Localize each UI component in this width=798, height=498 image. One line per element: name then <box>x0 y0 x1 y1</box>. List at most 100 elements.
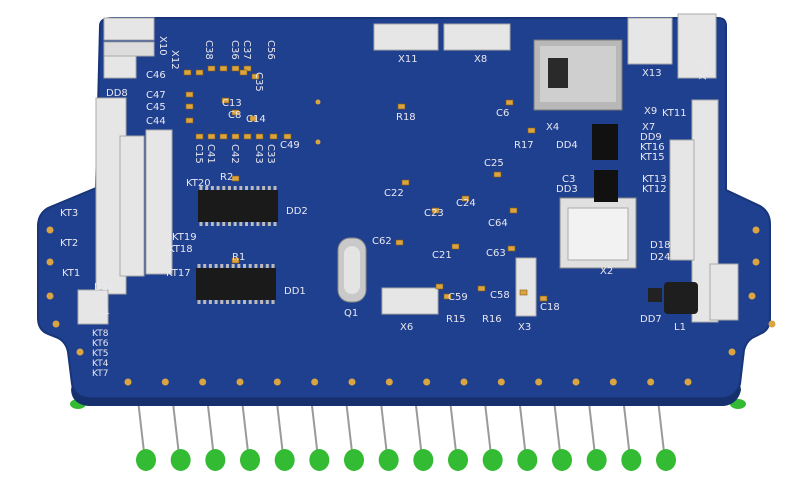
smd-part <box>509 207 518 214</box>
chip-pin <box>267 186 271 190</box>
label-c23: C23 <box>424 208 444 219</box>
label-c14: C14 <box>246 114 266 125</box>
label-kt20: KT20 <box>186 178 211 189</box>
module-dd4 <box>592 124 618 160</box>
led-lead <box>518 399 527 453</box>
chip-pin <box>222 222 226 226</box>
chip-pin <box>203 300 207 304</box>
smd-part <box>195 133 204 140</box>
smd-part <box>231 109 240 116</box>
smd-part <box>395 239 404 246</box>
led-bulb <box>205 449 226 471</box>
label-c15: C15 <box>193 144 204 164</box>
label-r1: R1 <box>232 252 245 263</box>
led-bulb <box>378 449 399 471</box>
chip-pin <box>271 264 275 268</box>
diode-dd7 <box>648 288 662 302</box>
label-c37: C37 <box>241 40 252 60</box>
smd-part <box>397 103 406 110</box>
led-pad <box>535 378 543 386</box>
label-x6: X6 <box>400 322 413 333</box>
chip-pin <box>231 264 235 268</box>
smd-part <box>207 65 216 72</box>
label-c44: C44 <box>146 116 166 127</box>
chip-pin <box>197 264 201 268</box>
chip-pin <box>203 264 207 268</box>
label-r17: R17 <box>514 140 534 151</box>
smd-part <box>243 65 252 72</box>
chip-dd2 <box>198 186 278 226</box>
chip-pin <box>216 222 220 226</box>
label-x12: X12 <box>169 50 180 70</box>
led-row <box>70 399 746 471</box>
smd-part <box>435 283 444 290</box>
chip-pin <box>237 300 241 304</box>
led-bulb <box>413 449 434 471</box>
led-lead <box>553 399 561 453</box>
smd-part <box>207 133 216 140</box>
chip-pin <box>271 300 275 304</box>
smd-part <box>231 133 240 140</box>
smd-part <box>249 115 258 122</box>
label-k8: KT8 <box>92 329 109 339</box>
led-lead <box>275 399 284 453</box>
sd-card-holder-x4 <box>533 39 623 111</box>
label-x10: X10 <box>157 36 168 56</box>
label-x3: X3 <box>518 322 531 333</box>
label-dd1: DD1 <box>284 286 306 297</box>
led-lead <box>310 399 319 453</box>
chip-pin <box>248 264 252 268</box>
led-bulb <box>448 449 468 471</box>
led-pad <box>460 378 468 386</box>
smd-part <box>507 245 516 252</box>
label-c18: C18 <box>540 302 560 313</box>
smd-part <box>231 257 240 264</box>
label-q1: Q1 <box>344 308 358 319</box>
label-c49: C49 <box>280 140 300 151</box>
chip-pin <box>214 264 218 268</box>
label-c8: C8 <box>228 110 241 121</box>
smd-part <box>185 117 194 124</box>
connector-x11 <box>373 23 439 51</box>
smd-part <box>219 133 228 140</box>
smd-part <box>185 91 194 98</box>
chip-pin <box>265 264 269 268</box>
led-bulb <box>136 449 156 471</box>
connector-x8 <box>443 23 511 51</box>
led-lead <box>241 399 249 453</box>
label-c63: C63 <box>486 248 506 259</box>
label-x9: X9 <box>644 106 657 117</box>
smd-part <box>539 295 548 302</box>
smd-part <box>255 133 264 140</box>
chip-pin <box>210 186 214 190</box>
label-kt15: KT15 <box>640 152 665 163</box>
chip-pin <box>227 186 231 190</box>
label-c3: C3 <box>562 174 575 185</box>
label-r15: R15 <box>446 314 466 325</box>
smd-part <box>431 207 440 214</box>
crystal-q1 <box>337 237 367 303</box>
label-dd7: DD7 <box>640 314 662 325</box>
label-kt17: KT17 <box>166 268 191 279</box>
chip-pin <box>265 300 269 304</box>
label-r18: R18 <box>396 112 416 123</box>
connector-x10 <box>103 17 155 79</box>
connector-x13 <box>627 17 673 65</box>
chip-pin <box>197 300 201 304</box>
label-c36: C36 <box>229 40 240 60</box>
label-c42: C42 <box>229 144 240 164</box>
smd-part <box>195 69 204 76</box>
label-d1: D1 <box>96 306 110 317</box>
label-k6: KT6 <box>92 339 109 349</box>
label-kt16: KT16 <box>640 142 665 153</box>
smd-part <box>219 65 228 72</box>
label-k5: KT5 <box>92 349 108 359</box>
label-k4: KT4 <box>92 359 109 369</box>
led-bulb <box>170 449 191 471</box>
chip-pin <box>233 186 237 190</box>
chip-pin <box>208 300 212 304</box>
led-lead <box>657 399 665 453</box>
label-c33: C33 <box>265 144 276 164</box>
chip-pin <box>208 264 212 268</box>
chip-pin <box>256 222 260 226</box>
